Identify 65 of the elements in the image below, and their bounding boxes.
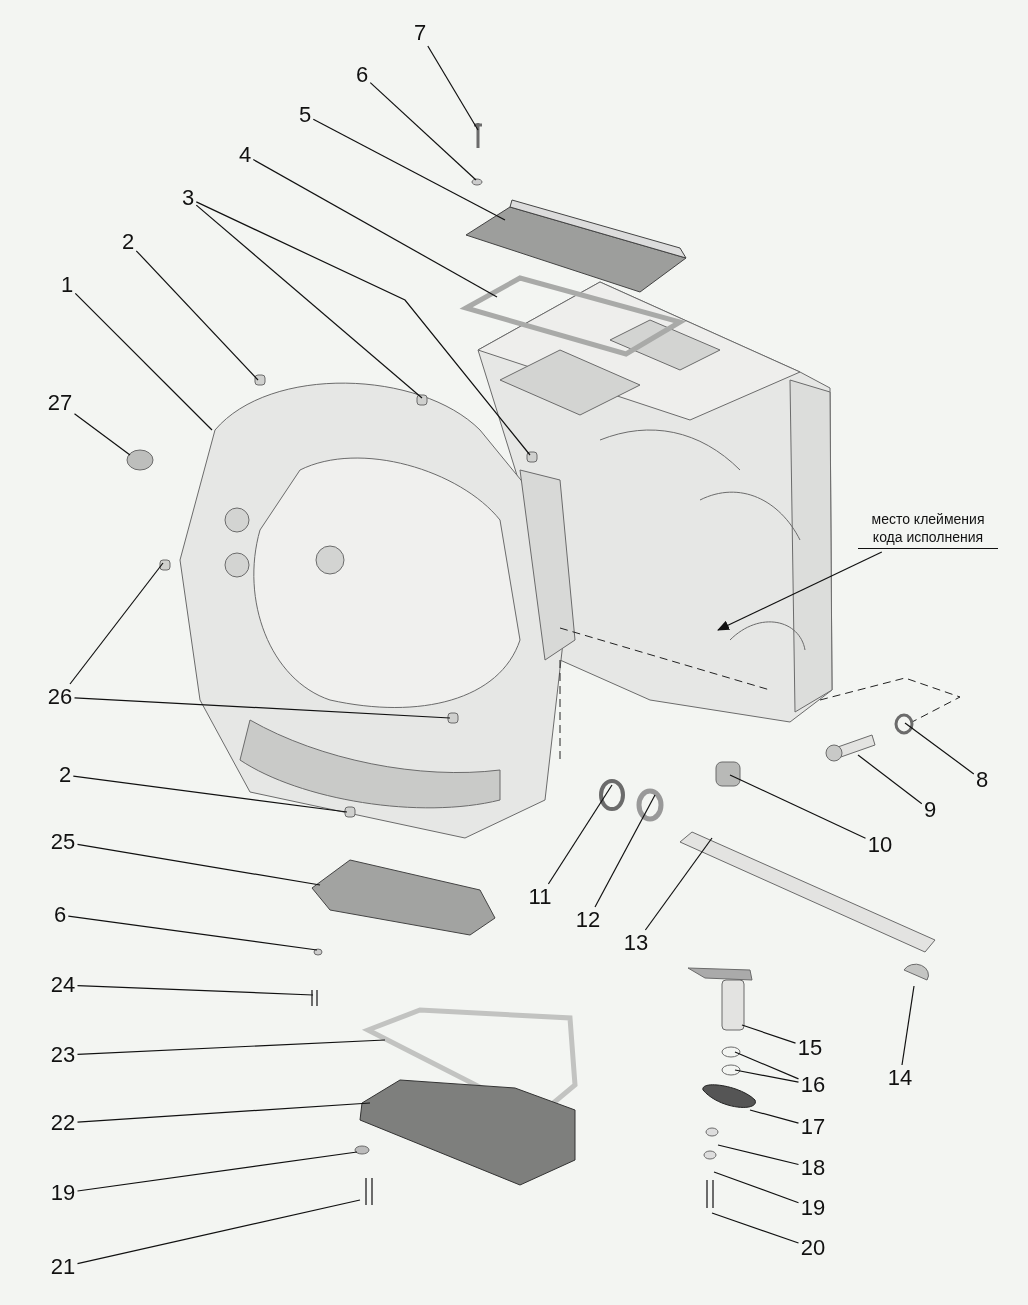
leader-line: [369, 82, 477, 181]
callout-number: 19: [798, 1195, 828, 1221]
leader-line: [67, 915, 318, 951]
leader-line: [857, 754, 923, 805]
callout-number: 2: [56, 762, 74, 788]
callout-number: 14: [885, 1065, 915, 1091]
leader-line: [644, 837, 713, 931]
callout-number: 15: [795, 1035, 825, 1061]
callout-number: 19: [48, 1180, 78, 1206]
leader-line: [76, 1199, 361, 1265]
leader-line: [427, 45, 479, 131]
callout-number: 9: [921, 797, 939, 823]
callout-number: 25: [48, 829, 78, 855]
note-text: место клеймения кода исполнения: [858, 510, 998, 549]
callout-number: 17: [798, 1114, 828, 1140]
leader-line: [76, 1102, 371, 1123]
leader-line: [135, 250, 259, 381]
callout-number: 3: [179, 185, 197, 211]
callout-number: 20: [798, 1235, 828, 1261]
leader-line: [76, 843, 321, 886]
leader-line: [74, 292, 213, 431]
callout-number: 7: [411, 20, 429, 46]
leader-line: [73, 697, 451, 719]
leader-line: [729, 774, 867, 839]
callout-number: 26: [45, 684, 75, 710]
callout-number: 21: [48, 1254, 78, 1280]
callout-number: 24: [48, 972, 78, 998]
callout-number: 18: [798, 1155, 828, 1181]
callout-number: 8: [973, 767, 991, 793]
callout-number: 12: [573, 907, 603, 933]
callout-number: 10: [865, 832, 895, 858]
callout-number: 2: [119, 229, 137, 255]
leader-line: [713, 1171, 800, 1204]
leader-line: [741, 1024, 797, 1044]
arrow: [717, 551, 883, 631]
leader-line: [904, 722, 975, 775]
leader-line: [76, 985, 314, 996]
leader-line: [717, 1144, 800, 1166]
callout-number: 4: [236, 142, 254, 168]
leader-line: [734, 1051, 800, 1080]
callout-number: 6: [51, 902, 69, 928]
leader-line: [76, 1151, 358, 1192]
leader-line: [195, 204, 423, 399]
leader-line: [252, 159, 498, 298]
callout-number: 16: [798, 1072, 828, 1098]
leader-line: [749, 1109, 800, 1124]
leader-line: [195, 201, 531, 456]
leader-line: [734, 1069, 800, 1083]
callout-number: 1: [58, 272, 76, 298]
leader-line: [901, 985, 915, 1066]
leader-line: [594, 794, 656, 908]
callout-number: 11: [525, 884, 555, 910]
leader-line: [73, 413, 131, 456]
callout-number: 27: [45, 390, 75, 416]
leader-line: [312, 118, 506, 221]
leader-line: [711, 1212, 800, 1244]
callout-number: 22: [48, 1110, 78, 1136]
leader-line: [69, 562, 164, 685]
callout-number: 5: [296, 102, 314, 128]
leader-line: [547, 784, 613, 885]
leader-line: [76, 1039, 386, 1055]
leader-line: [72, 775, 348, 813]
callout-number: 23: [48, 1042, 78, 1068]
callout-number: 6: [353, 62, 371, 88]
callout-number: 13: [621, 930, 651, 956]
